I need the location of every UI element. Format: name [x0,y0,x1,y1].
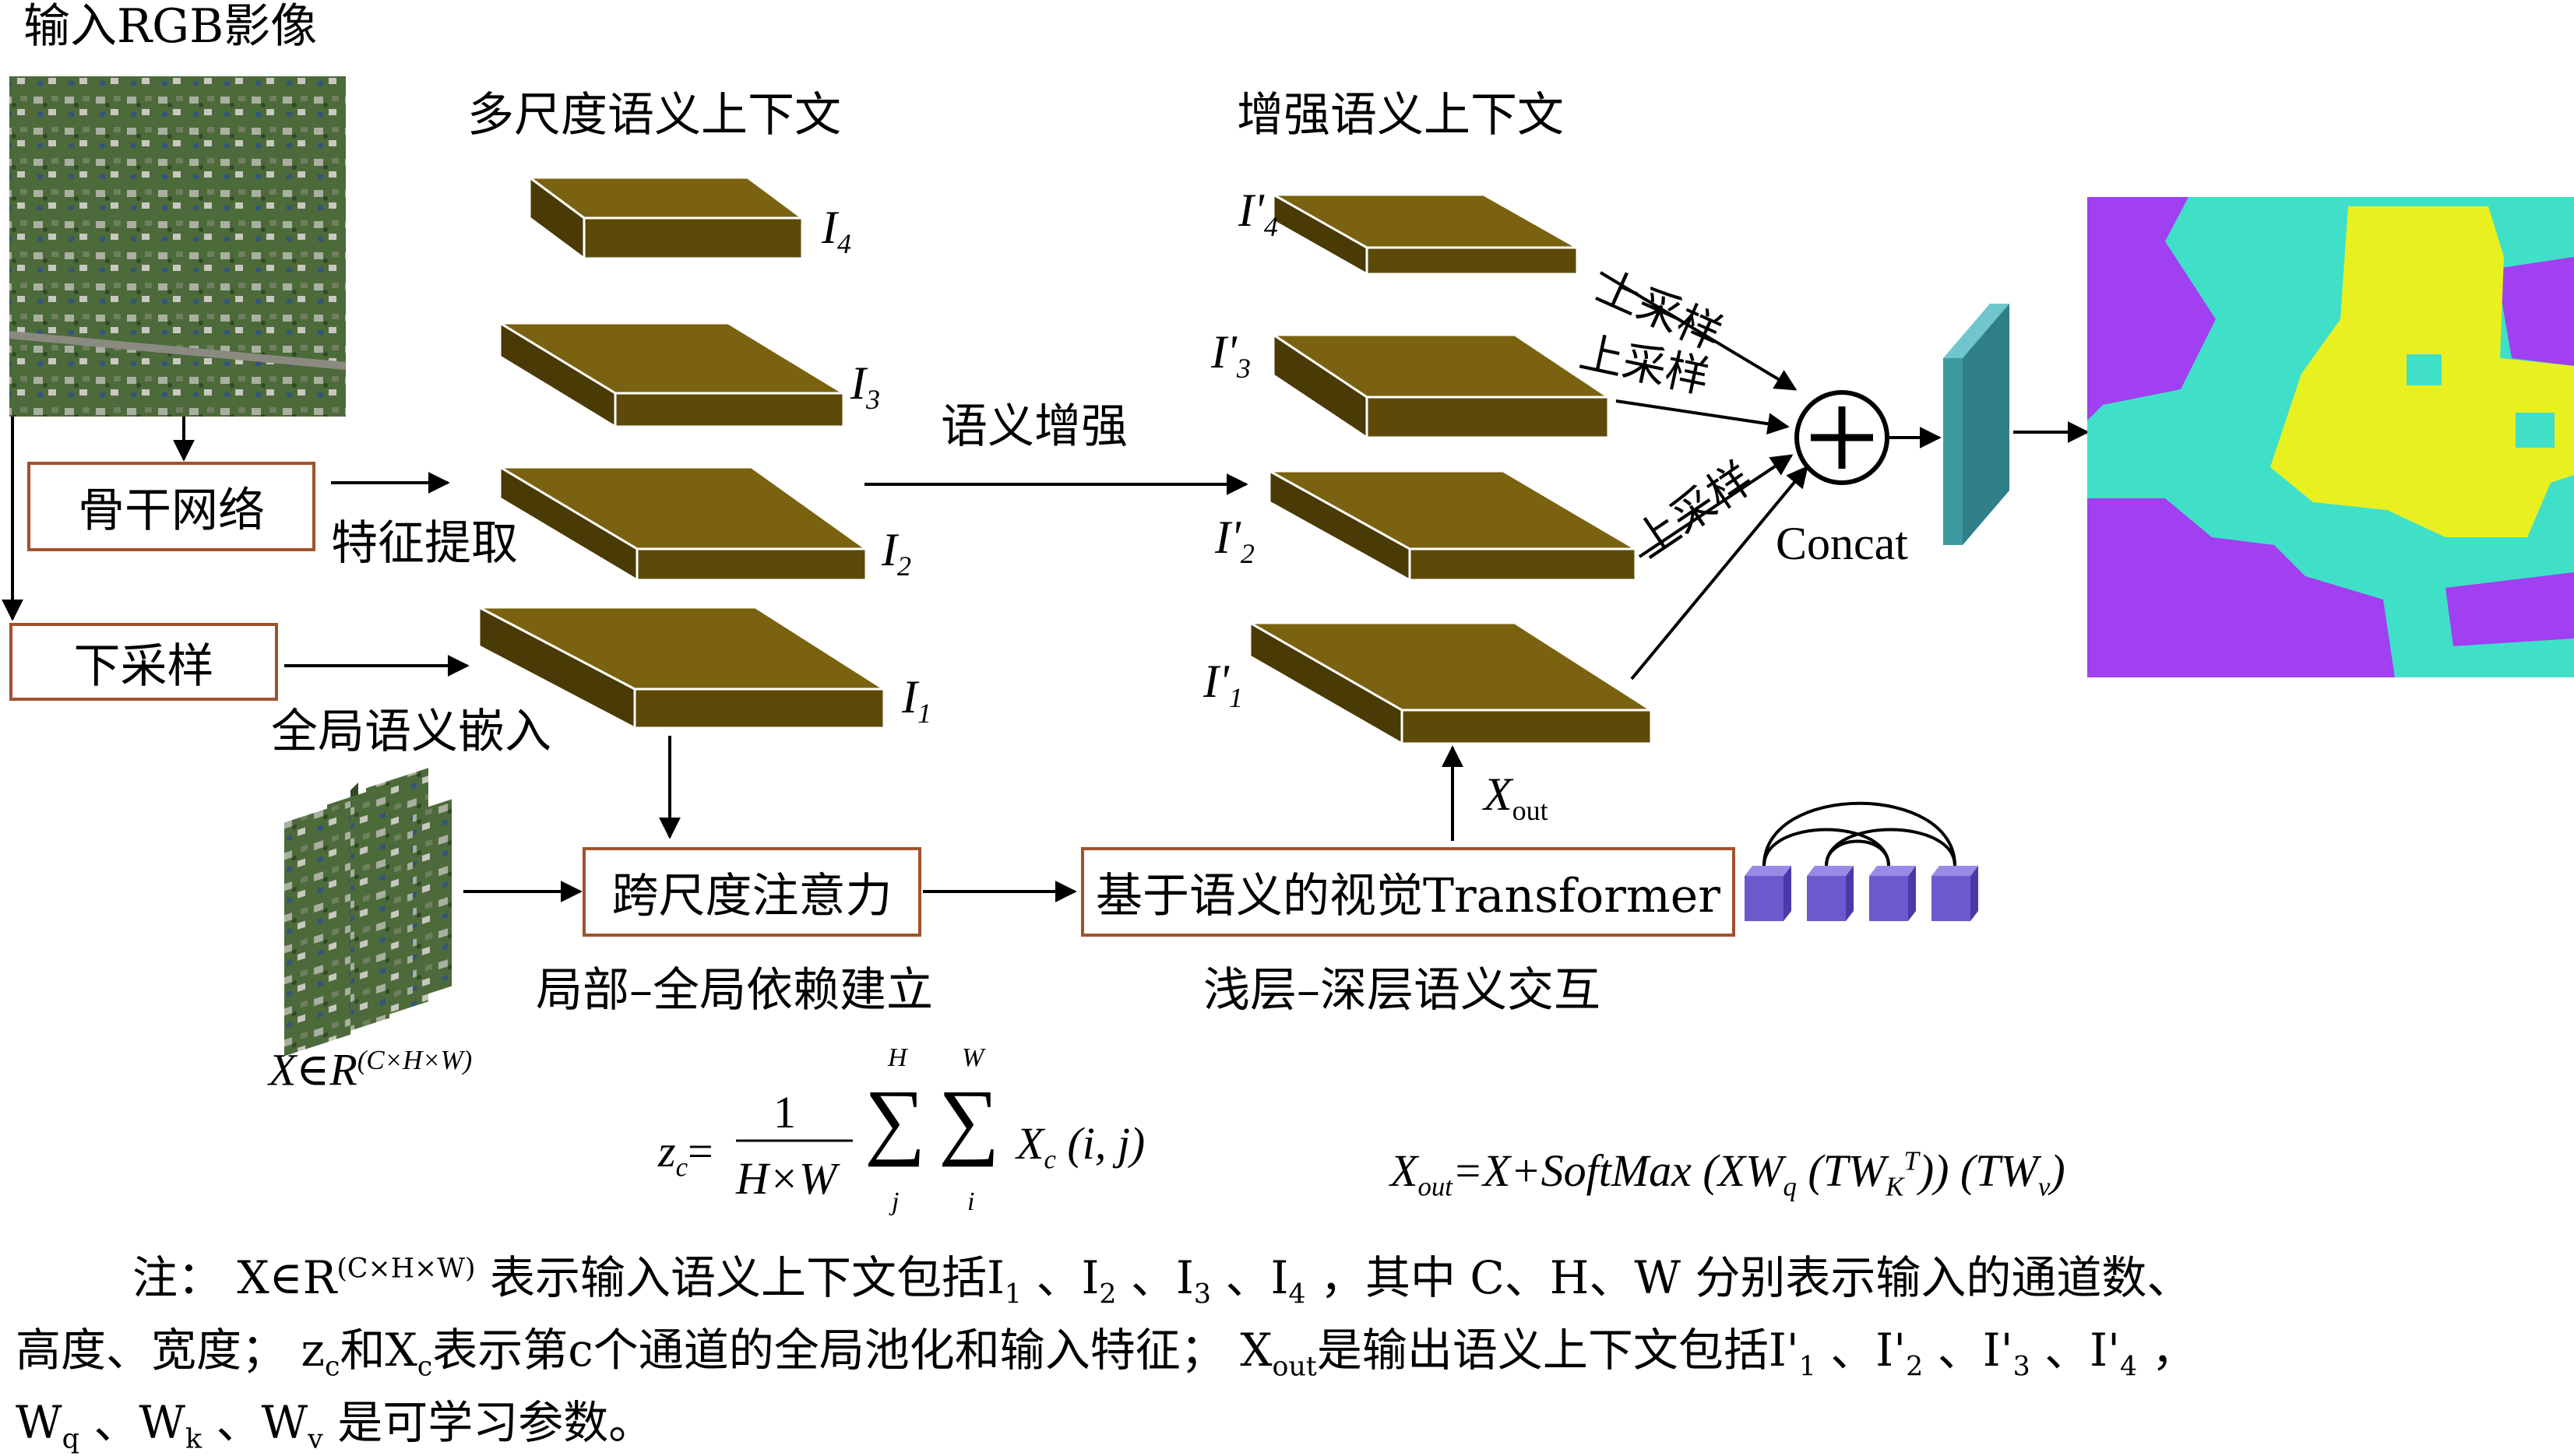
formula-xout: Xout=X+SoftMax (XWq (TWKT)) (TWv) [1390,1145,2065,1202]
local-global-caption: 局部–全局依赖建立 [536,963,933,1018]
concat-feature-map [1943,304,2009,545]
shallow-deep-caption: 浅层–深层语义交互 [1203,963,1600,1018]
backbone-box: 骨干网络 [27,462,315,551]
slab-I2 [495,465,870,582]
enhanced-title: 增强语义上下文 [1237,88,1564,142]
slab-I3 [495,321,848,429]
arrow-upsample-4 [1599,271,1798,391]
token-cube-4 [1931,866,1978,921]
label-I2: I2 [882,524,911,582]
label-I4-prime: I'4 [1238,185,1278,242]
token-cubes [1745,801,1978,921]
formula-zc: zc= 1 H×W H ∑ j W ∑ i Xc (i, j) [658,1043,1146,1216]
slab-I1 [477,605,889,730]
arrow-I1-to-concat [1630,465,1808,681]
note-line-1: 注： X∈R(C×H×W) 表示输入语义上下文包括I1 、I2 、I3 、I4 … [132,1251,2192,1310]
label-I2-prime: I'2 [1215,512,1255,569]
input-label: 输入RGB影像 [23,0,318,54]
transformer-box: 基于语义的视觉Transformer [1081,847,1735,937]
slab-I4 [526,175,806,261]
slab-I2-prime [1265,469,1640,582]
arrow-upsample-3 [1615,399,1790,435]
concat-label: Concat [1776,518,1908,569]
output-segmentation-map [2087,197,2574,677]
concat-plus-icon [1794,390,1889,485]
cross-scale-attention-box: 跨尺度注意力 [583,847,921,937]
label-I3: I3 [850,357,880,415]
slab-I3-prime [1269,332,1612,440]
note-line-3: Wq 、Wk 、Wv 是可学习参数。 [16,1396,654,1455]
input-tensor-stack [284,768,452,1057]
slab-I4-prime [1269,192,1582,276]
semantic-enhance-label: 语义增强 [941,399,1128,454]
token-cube-3 [1869,866,1916,921]
input-rgb-image [9,76,346,417]
label-I4: I4 [822,202,851,259]
xout-label: Xout [1484,768,1548,826]
arrow-upsample-2 [1638,454,1794,558]
feature-extract-label: 特征提取 [331,516,518,571]
token-cube-2 [1807,866,1854,921]
input-image-road [9,331,347,370]
multiscale-title: 多尺度语义上下文 [467,88,841,142]
label-I1-prime: I'1 [1203,656,1243,713]
note-line-2: 高度、宽度； zc和Xc表示第c个通道的全局池化和输入特征； Xout是输出语义… [16,1324,2197,1383]
x-in-r-label: X∈R(C×H×W) [269,1044,473,1096]
downsample-box: 下采样 [9,623,278,701]
slab-I1-prime [1245,621,1656,746]
token-cube-1 [1745,866,1791,921]
label-I3-prime: I'3 [1211,326,1251,384]
label-I1: I1 [902,671,931,729]
global-embed-label: 全局语义嵌入 [271,705,551,759]
